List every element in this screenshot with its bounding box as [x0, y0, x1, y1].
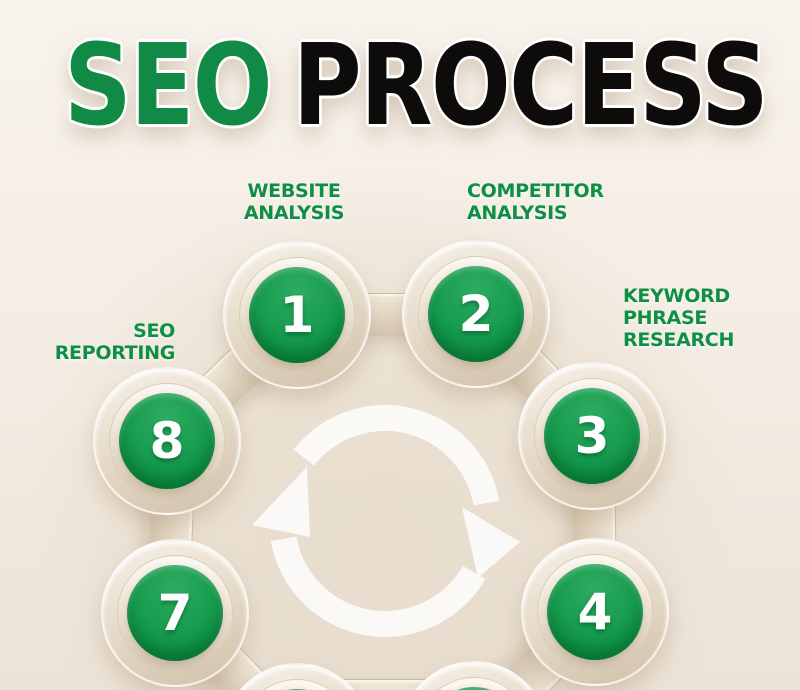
step-inner-ring: 2 [418, 256, 534, 372]
label-line: REPORTING [54, 342, 176, 364]
step-green-disc: 2 [428, 266, 524, 362]
step-inner-ring: 7 [117, 555, 233, 671]
label-seo-reporting: SEO REPORTING [54, 320, 176, 364]
step-circle-2: 2 [402, 240, 550, 388]
title-rest-process: PROCESS [292, 21, 769, 151]
label-line: PHRASE [623, 307, 708, 329]
step-circle-1: 1 [223, 241, 371, 389]
cycle-arrows-icon [252, 405, 520, 637]
step-number: 3 [574, 407, 610, 465]
step-circle-4: 4 [521, 538, 669, 686]
label-line: WEBSITE [247, 180, 341, 202]
step-green-disc: 1 [249, 267, 345, 363]
step-number: 8 [149, 412, 185, 470]
step-number: 4 [577, 583, 613, 641]
label-line: ANALYSIS [467, 202, 568, 224]
step-inner-ring: 3 [534, 378, 650, 494]
step-inner-ring: 4 [537, 554, 653, 670]
cycle-left-arrowhead [252, 467, 310, 537]
label-website-analysis: WEBSITE ANALYSIS [243, 180, 345, 224]
step-number: 7 [157, 584, 193, 642]
step-circle-3: 3 [518, 362, 666, 510]
step-inner-ring: 8 [109, 383, 225, 499]
label-line: RESEARCH [623, 329, 735, 351]
label-line: COMPETITOR [467, 180, 604, 202]
step-number: 2 [458, 285, 494, 343]
step-inner-ring: 1 [239, 257, 355, 373]
step-circle-7: 7 [101, 539, 249, 687]
title-highlight-seo: SEO [64, 21, 273, 151]
label-keyword-phrase-research: KEYWORD PHRASE RESEARCH [623, 285, 734, 351]
step-inner-ring [239, 679, 355, 690]
step-green-disc: 3 [544, 388, 640, 484]
step-number: 1 [279, 286, 315, 344]
step-green-disc: 4 [547, 564, 643, 660]
step-circle-8: 8 [93, 367, 241, 515]
label-line: ANALYSIS [243, 202, 345, 224]
label-line: SEO [133, 320, 175, 342]
cycle-top-arc [293, 405, 500, 506]
label-line: KEYWORD [623, 285, 730, 307]
step-green-disc: 8 [119, 393, 215, 489]
cycle-bottom-arc [270, 536, 486, 637]
step-inner-ring [416, 677, 532, 690]
step-green-disc: 7 [127, 565, 223, 661]
label-competitor-analysis: COMPETITOR ANALYSIS [467, 180, 604, 224]
cycle-right-arrowhead [462, 507, 520, 578]
